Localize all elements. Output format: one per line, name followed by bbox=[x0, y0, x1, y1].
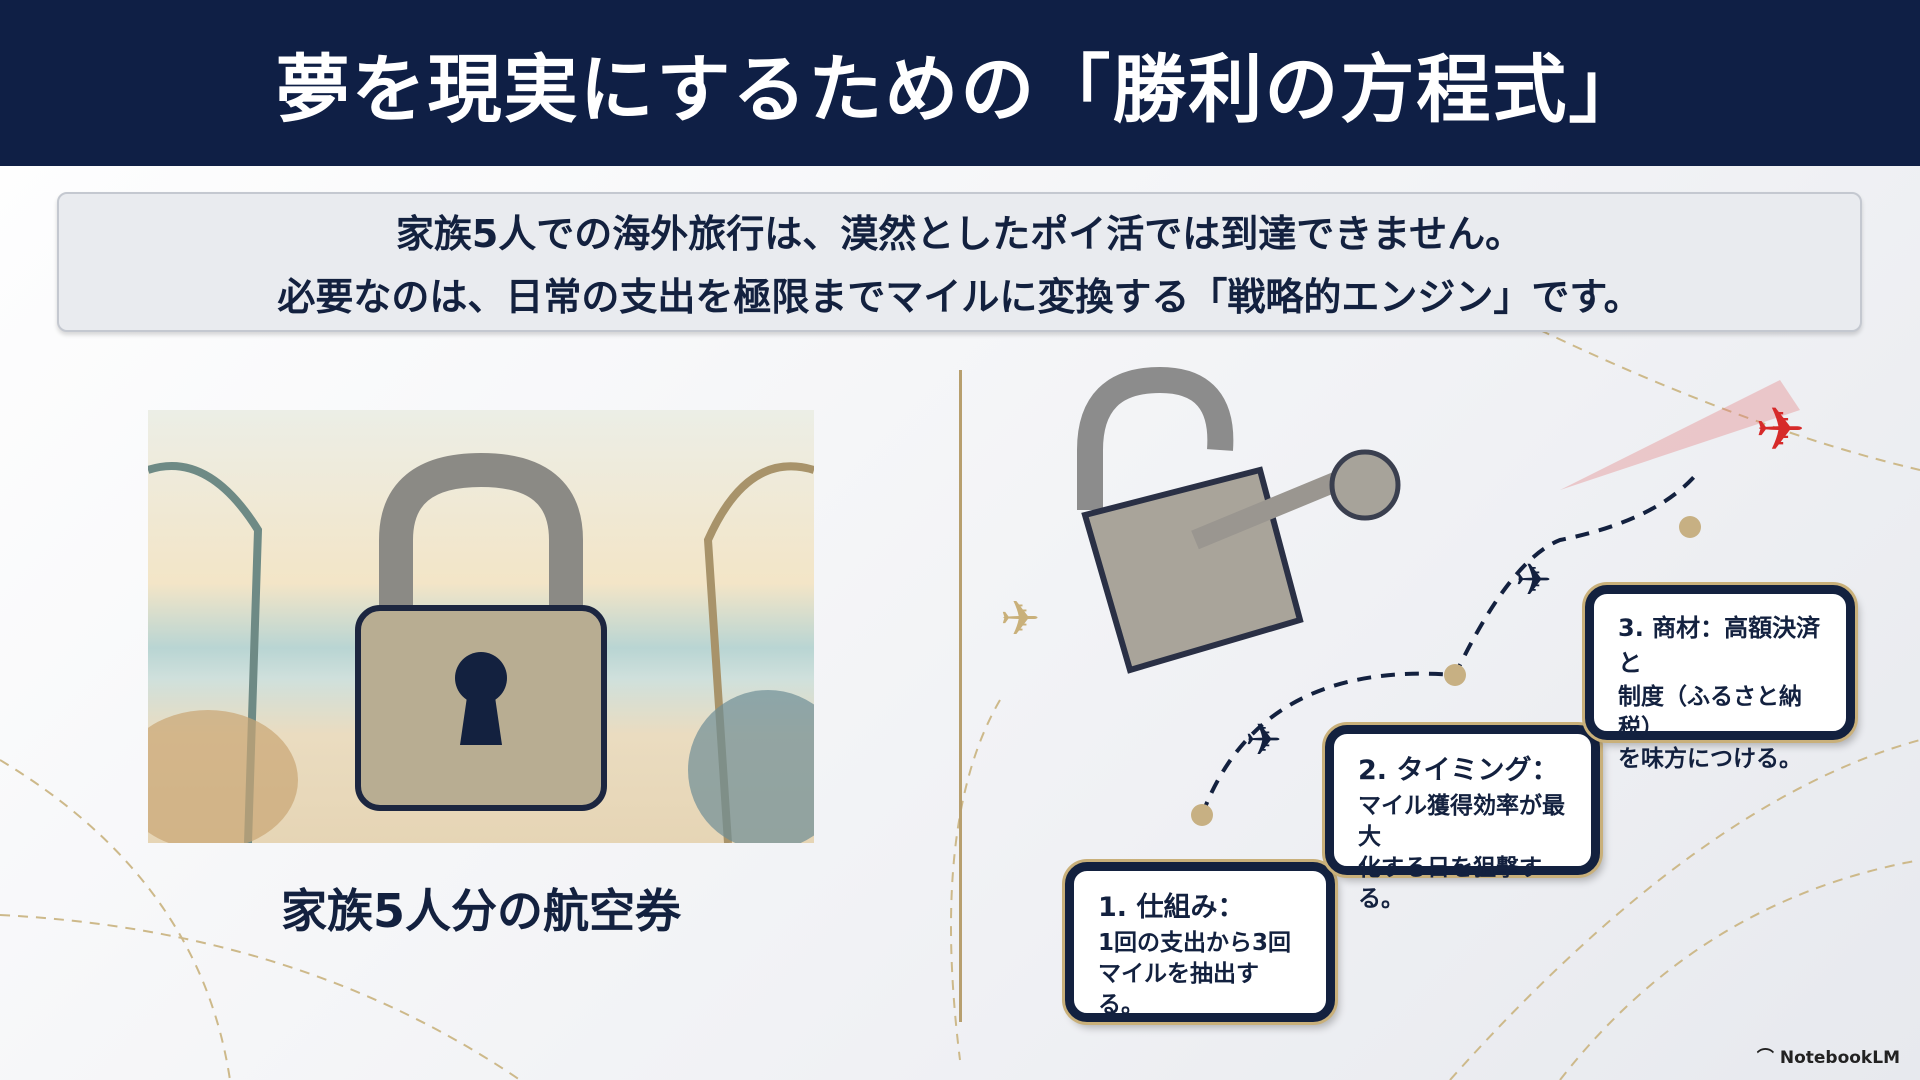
left-caption: 家族5人分の航空券 bbox=[280, 884, 681, 938]
step-1-box: 1. 仕組み： 1回の支出から3回 マイルを抽出する。 bbox=[1065, 862, 1335, 1022]
airplane-icon: ✈ bbox=[1000, 591, 1040, 647]
step-desc: を味方につける。 bbox=[1618, 746, 1802, 773]
step-desc: 1回の支出から3回 bbox=[1098, 930, 1292, 956]
intro-line-1: 家族5人での海外旅行は、漠然としたポイ活では到達できません。 bbox=[395, 212, 1524, 256]
airplane-icon: ✈ bbox=[1515, 555, 1552, 606]
padlock-icon bbox=[148, 452, 814, 843]
header-bar: 夢を現実にするための「勝利の方程式」 bbox=[0, 0, 1920, 166]
step-desc: マイル獲得効率が最大 bbox=[1358, 793, 1565, 851]
red-airplane-icon: ✈ bbox=[1755, 395, 1805, 465]
path-dot bbox=[1444, 664, 1466, 686]
step-title: 3. 商材：高額決済と bbox=[1618, 614, 1821, 677]
unlocked-padlock-key-icon bbox=[1077, 366, 1401, 674]
step-title: 1. 仕組み： bbox=[1098, 892, 1245, 923]
intro-box: 家族5人での海外旅行は、漠然としたポイ活では到達できません。 必要なのは、日常の… bbox=[57, 192, 1862, 332]
step-desc: マイルを抽出する。 bbox=[1098, 961, 1259, 1019]
step-desc: 制度（ふるさと納税） bbox=[1618, 684, 1802, 742]
step-3-box: 3. 商材：高額決済と 制度（ふるさと納税） を味方につける。 bbox=[1585, 585, 1855, 772]
intro-line-2: 必要なのは、日常の支出を極限までマイルに変換する「戦略的エンジン」です。 bbox=[277, 275, 1642, 319]
notebooklm-logo-icon: ⌒ bbox=[1756, 1048, 1780, 1068]
path-dot bbox=[1679, 516, 1701, 538]
path-dot bbox=[1191, 804, 1213, 826]
vertical-divider bbox=[959, 370, 962, 1022]
flight-path bbox=[1200, 468, 1702, 816]
notebooklm-watermark: ⌒ NotebookLM bbox=[1757, 1043, 1900, 1068]
step-2-box: 2. タイミング： マイル獲得効率が最大 化する日を狙撃する。 bbox=[1325, 725, 1600, 912]
step-desc: 化する日を狙撃する。 bbox=[1358, 855, 1542, 913]
airplane-icon: ✈ bbox=[1245, 715, 1282, 766]
beach-padlock-illustration bbox=[148, 410, 814, 843]
watermark-text: NotebookLM bbox=[1779, 1048, 1900, 1068]
step-title: 2. タイミング： bbox=[1358, 755, 1559, 786]
page-title: 夢を現実にするための「勝利の方程式」 bbox=[275, 46, 1645, 133]
